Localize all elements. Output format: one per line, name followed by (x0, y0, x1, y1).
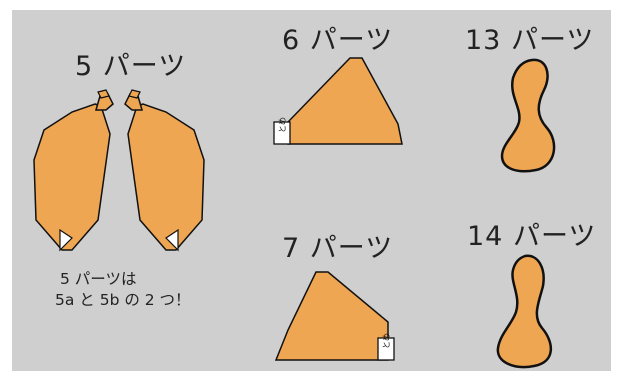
tab-text-part-6: とめ (278, 117, 287, 133)
part-7-shape (274, 271, 395, 361)
part-14-shape (496, 254, 552, 369)
part-6-shape (273, 57, 403, 145)
label-part-6: 6 パーツ (282, 25, 394, 56)
parts-illustration: とめ とめ (33, 57, 556, 369)
note-line-1: 5 パーツは (60, 270, 137, 288)
diagram-canvas: 5 パーツ 6 パーツ 13 パーツ 7 パーツ 14 パーツ 5 パーツは 5… (12, 10, 611, 371)
label-part-13: 13 パーツ (465, 25, 595, 56)
tab-text-part-7: とめ (382, 333, 391, 349)
label-part-7: 7 パーツ (282, 233, 394, 264)
part-5a-shape (33, 89, 114, 252)
label-part-14: 14 パーツ (467, 221, 597, 252)
part-5b-shape (124, 89, 205, 252)
label-part-5: 5 パーツ (75, 51, 187, 82)
note-line-2: 5a と 5b の 2 つ！ (55, 291, 191, 309)
part-13-shape (500, 58, 556, 173)
